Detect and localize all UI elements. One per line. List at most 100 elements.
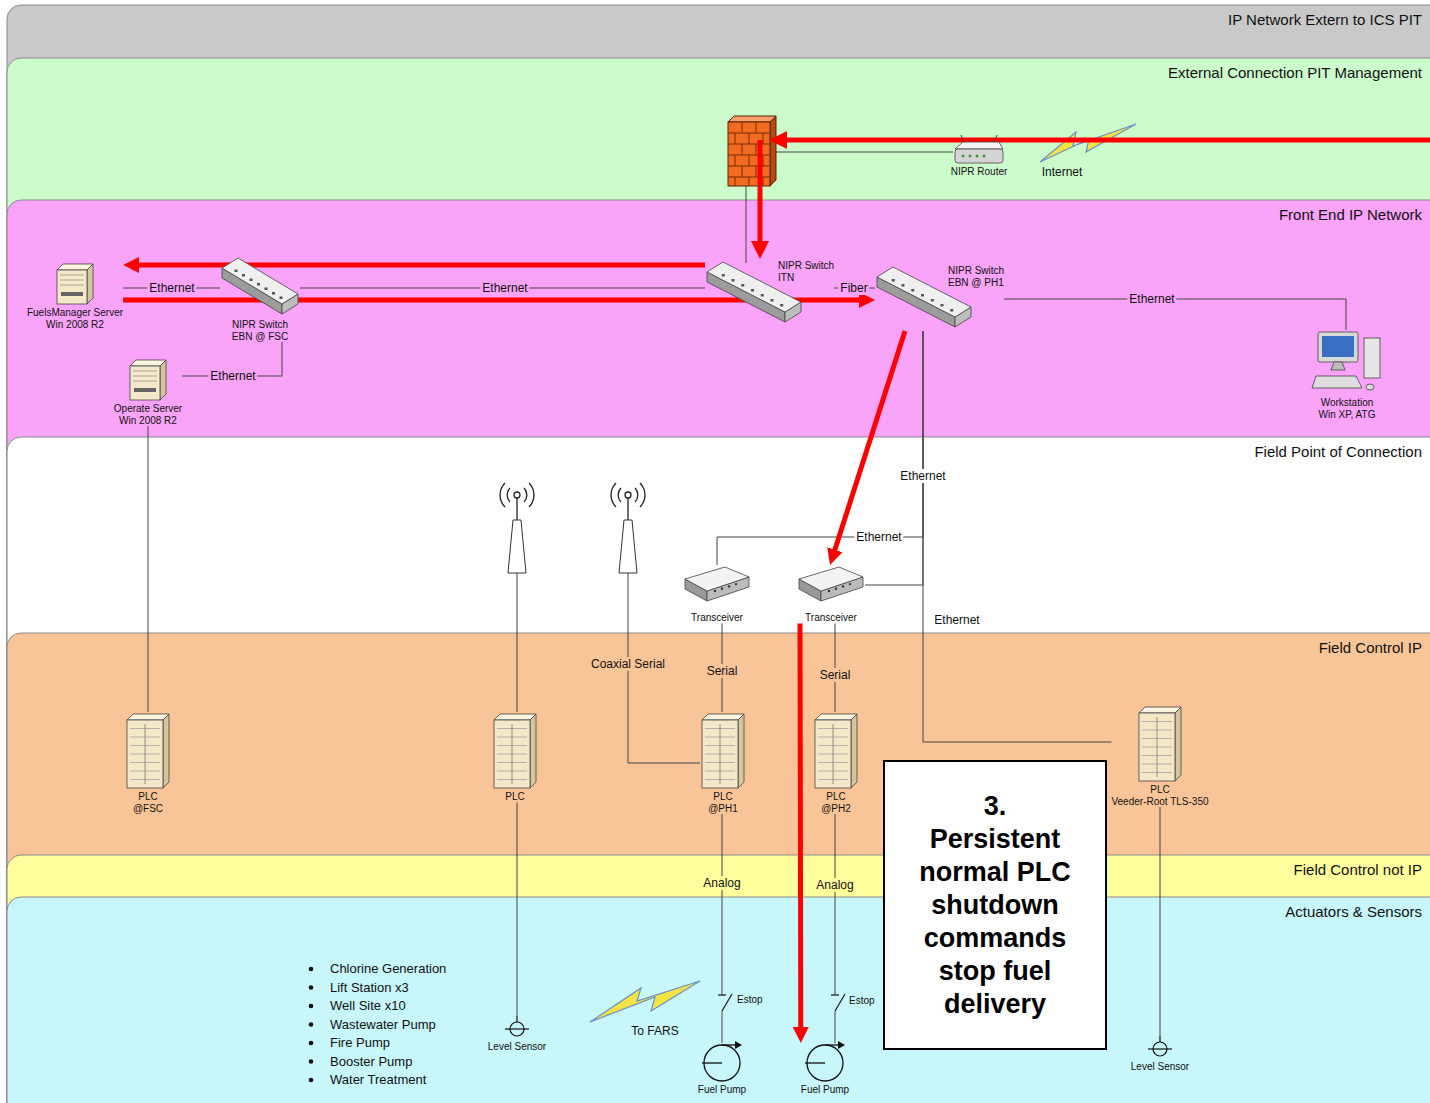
estop-contact bbox=[831, 994, 839, 995]
link-label: Ethernet bbox=[854, 530, 903, 544]
pc-tower bbox=[1364, 338, 1380, 378]
transceiver-led bbox=[735, 583, 737, 585]
link-label: Analog bbox=[701, 876, 742, 890]
switch-port bbox=[235, 270, 238, 273]
network-switch bbox=[220, 256, 300, 318]
transceiver-icon: Transceiver bbox=[683, 565, 751, 624]
estop-gap bbox=[717, 995, 727, 1011]
plc-cabinet bbox=[125, 712, 171, 790]
cabinet-side bbox=[1175, 707, 1181, 781]
device-name: Fuel Pump bbox=[698, 1084, 746, 1096]
network-link bbox=[148, 426, 149, 712]
network-switch: NIPR SwitchEBN @ FSC bbox=[220, 256, 300, 342]
cabinet-detail bbox=[1142, 764, 1172, 765]
switch-port bbox=[272, 292, 275, 295]
list-item: Chlorine Generation bbox=[328, 962, 448, 976]
server-icon bbox=[128, 358, 168, 402]
callout-box: 3.Persistent normal PLC shutdown command… bbox=[883, 760, 1107, 1050]
device-name: @FSC bbox=[133, 803, 163, 815]
device-name: Level Sensor bbox=[488, 1041, 546, 1053]
antenna-wire bbox=[517, 573, 518, 712]
annotation: Internet bbox=[1040, 165, 1085, 179]
mouse bbox=[1366, 384, 1374, 390]
attack-arrowhead bbox=[751, 241, 769, 259]
router-icon bbox=[953, 135, 1005, 165]
router-icon: NIPR Router bbox=[951, 135, 1008, 178]
monitor-stand bbox=[1331, 362, 1345, 370]
router-top bbox=[955, 142, 1003, 149]
wire bbox=[746, 184, 747, 263]
zone-band: Actuators & SensorsLevel SensorFuel Pump… bbox=[7, 897, 1430, 1103]
zone-band: Field Point of ConnectionTransceiverTran… bbox=[7, 437, 1430, 633]
switch-port bbox=[250, 279, 253, 282]
cabinet-detail bbox=[1142, 772, 1172, 773]
server-drive bbox=[134, 388, 156, 392]
callout-number: 3. bbox=[984, 790, 1007, 823]
cabinet-detail bbox=[705, 745, 735, 746]
switch-port bbox=[280, 297, 283, 300]
device-label: Transceiver bbox=[691, 611, 743, 624]
cabinet-detail bbox=[1142, 721, 1172, 722]
device-name: @PH1 bbox=[708, 803, 738, 815]
device-label: FuelsManager ServerWin 2008 R2 bbox=[27, 306, 123, 330]
link-label: Analog bbox=[814, 878, 855, 892]
monitor-screen bbox=[1322, 336, 1354, 357]
device-label: Level Sensor bbox=[1131, 1060, 1189, 1073]
cabinet-detail bbox=[130, 737, 160, 738]
device-name: FuelsManager Server bbox=[27, 307, 123, 319]
switch-port bbox=[950, 309, 953, 312]
device-label: Fuel Pump bbox=[801, 1083, 849, 1096]
cabinet-top bbox=[702, 714, 744, 720]
zone-title: Actuators & Sensors bbox=[7, 903, 1422, 921]
cabinet-side bbox=[851, 714, 857, 788]
device-label: PLC@PH1 bbox=[708, 790, 738, 814]
cabinet-top bbox=[127, 714, 169, 720]
antenna-signal bbox=[500, 483, 645, 520]
list-item: Booster Pump bbox=[328, 1055, 414, 1069]
switch-port bbox=[257, 283, 260, 286]
cabinet-detail bbox=[705, 779, 735, 780]
cabinet-detail bbox=[818, 745, 848, 746]
cabinet-detail bbox=[1142, 730, 1172, 731]
cabinet-detail bbox=[705, 737, 735, 738]
list-item: Wastewater Pump bbox=[328, 1018, 438, 1032]
device-name: NIPR Switch bbox=[778, 260, 834, 272]
transceiver-led bbox=[714, 590, 716, 592]
zone-ground bbox=[7, 897, 1430, 1103]
cabinet-top bbox=[815, 714, 857, 720]
fuel-pump bbox=[805, 1043, 845, 1083]
device-label: WorkstationWin XP, ATG bbox=[1319, 396, 1376, 420]
annotation: To FARS bbox=[629, 1024, 680, 1038]
lightning-bolt bbox=[590, 981, 700, 1022]
router-led bbox=[983, 155, 986, 158]
pump-outlet bbox=[825, 1044, 839, 1045]
server-icon: Operate ServerWin 2008 R2 bbox=[114, 358, 182, 426]
pump-outlet bbox=[722, 1044, 736, 1045]
server-icon: FuelsManager ServerWin 2008 R2 bbox=[27, 262, 123, 330]
cabinet-side bbox=[738, 714, 744, 788]
server-icon bbox=[55, 262, 95, 306]
cabinet-detail bbox=[130, 762, 160, 763]
level-sensor bbox=[502, 1016, 532, 1040]
device-label: PLC@PH2 bbox=[821, 790, 851, 814]
pump-arrow bbox=[838, 1041, 845, 1049]
router-led bbox=[976, 155, 979, 158]
device-name: Win XP, ATG bbox=[1319, 409, 1376, 421]
server-detail bbox=[60, 285, 84, 286]
transceiver-icon bbox=[683, 565, 751, 611]
cabinet-detail bbox=[1142, 755, 1172, 756]
list-item: Water Treatment bbox=[328, 1073, 428, 1087]
attack-path bbox=[798, 624, 804, 1034]
device-name: PLC bbox=[505, 791, 524, 803]
switch-port bbox=[911, 289, 914, 292]
network-link bbox=[517, 803, 518, 1017]
zone-title: Field Control IP bbox=[7, 639, 1422, 657]
cabinet-detail bbox=[818, 779, 848, 780]
link-label: Fiber bbox=[838, 281, 869, 295]
cabinet-detail bbox=[705, 771, 735, 772]
device-label: NIPR SwitchEBN @ PH1 bbox=[948, 265, 1004, 288]
router-body bbox=[955, 149, 1003, 163]
zone-title: IP Network Extern to ICS PIT bbox=[7, 11, 1422, 29]
